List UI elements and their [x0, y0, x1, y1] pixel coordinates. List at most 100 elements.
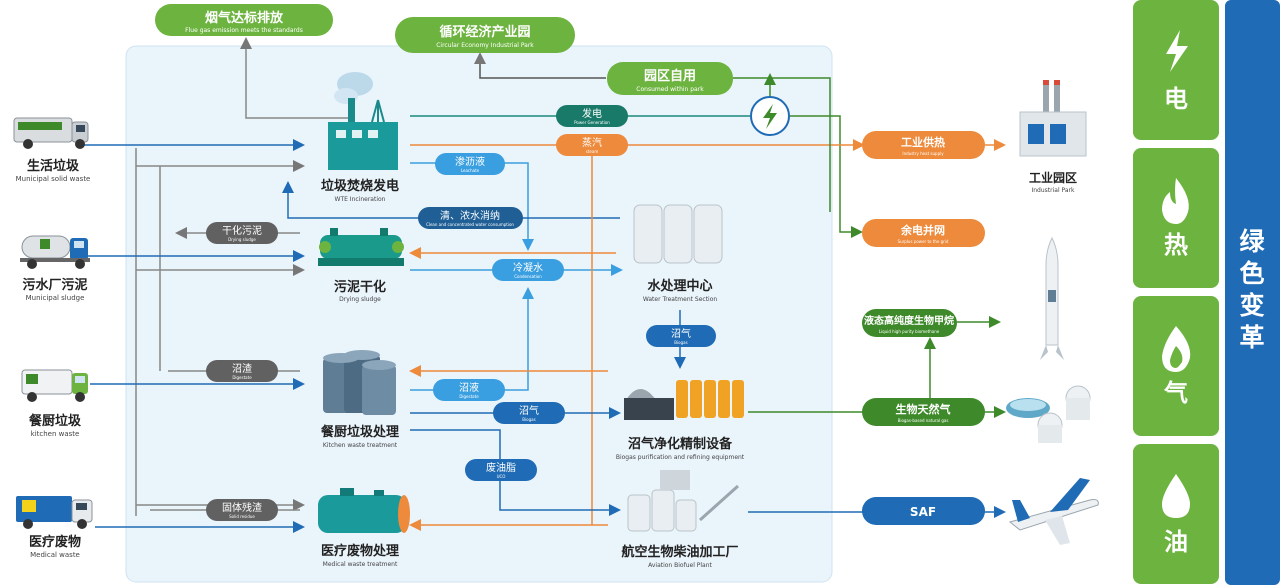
solid-residue-label: 固体残渣	[222, 501, 262, 514]
lightning-icon	[1166, 30, 1188, 72]
rocket-icon	[1040, 236, 1064, 360]
circular-park-subtitle: Circular Economy Industrial Park	[436, 42, 534, 49]
input-sludge-subtitle: Municipal sludge	[26, 294, 85, 302]
green-transformation-banner	[1225, 0, 1280, 585]
category-card-electricity: 电	[1133, 0, 1219, 140]
biofuel-title: 航空生物柴油加工厂	[621, 544, 738, 560]
uco-pill: 废油脂 UCO	[465, 459, 537, 481]
sludge-subtitle: Drying sludge	[339, 296, 381, 303]
steam-pill: 蒸汽 steam	[556, 134, 628, 156]
wte-title: 垃圾焚烧发电	[321, 178, 399, 194]
dry-sludge-label: 干化污泥	[222, 224, 262, 237]
lng-label: 液态高纯度生物甲烷	[864, 314, 954, 327]
biogas-kitchen-sub: Biogas	[522, 417, 535, 422]
oil-drop-icon	[1162, 474, 1190, 518]
sludge-title: 污泥干化	[334, 279, 386, 295]
medical-incinerator-icon	[318, 488, 410, 533]
category-gas-label: 气	[1163, 379, 1188, 407]
water-title: 水处理中心	[647, 278, 712, 294]
category-card-oil: 油	[1133, 444, 1219, 584]
lightning-icon	[750, 96, 790, 136]
category-card-heat: 热	[1133, 148, 1219, 288]
consumed-node: 园区自用 Consumed within park	[607, 62, 733, 95]
solid-residue-sub: Solid residue	[229, 514, 255, 519]
uco-sub: UCO	[497, 474, 506, 479]
bio-gas-label: 生物天然气	[896, 402, 951, 416]
condensate-pill: 冷凝水 Condensation	[492, 259, 564, 281]
digester-tanks-icon	[323, 350, 396, 415]
dry-sludge-sub: Drying sludge	[228, 237, 256, 242]
banner-char-1: 绿	[1239, 227, 1265, 256]
saf-label: SAF	[910, 505, 936, 519]
banner-char-4: 革	[1239, 323, 1264, 352]
biogas-kitchen-label: 沼气	[519, 404, 539, 417]
slag-sub: Digestate	[232, 375, 252, 380]
biogas-equipment-icon	[624, 380, 744, 420]
steam-label: 蒸汽	[582, 136, 602, 149]
industrial-park-title: 工业园区	[1029, 170, 1077, 185]
clean-water-pill: 清、浓水消纳 Clean and concentrated water cons…	[418, 207, 523, 229]
leachate-label: 渗沥液	[455, 155, 485, 168]
slurry-label: 沼液	[459, 381, 479, 394]
bio-gas-sub: Biogas-based natural gas	[898, 418, 949, 423]
slurry-sub: Digestate	[459, 394, 479, 399]
banner-title: 绿 色 变 革	[1239, 227, 1265, 352]
water-subtitle: Water Treatment Section	[643, 296, 718, 303]
input-medical-title: 医疗废物	[29, 534, 81, 550]
consumed-subtitle: Consumed within park	[636, 86, 704, 93]
flue-gas-title: 烟气达标排放	[205, 10, 284, 26]
wte-plant-icon	[328, 72, 398, 170]
leachate-pill: 渗沥液 Leachate	[435, 153, 505, 175]
medical-waste-truck-icon	[16, 496, 93, 529]
clean-water-label: 清、浓水消纳	[440, 209, 500, 222]
garbage-truck-icon	[13, 117, 89, 149]
input-sludge-title: 污水厂污泥	[22, 277, 87, 293]
tanker-truck-icon	[20, 235, 90, 269]
input-kitchen-subtitle: kitchen waste	[31, 430, 80, 438]
grid-label: 余电并网	[900, 223, 945, 237]
input-msw-title: 生活垃圾	[27, 158, 80, 174]
circular-park-node: 循环经济产业园 Circular Economy Industrial Park	[395, 17, 575, 53]
industrial-heat-pill: 工业供热 Industry heat supply	[862, 131, 985, 159]
uco-label: 废油脂	[486, 461, 516, 474]
industrial-heat-sub: Industry heat supply	[902, 151, 944, 156]
input-medical-subtitle: Medical waste	[30, 551, 80, 559]
biofuel-plant-icon	[627, 470, 740, 532]
power-label: 发电	[582, 107, 602, 120]
condensate-label: 冷凝水	[513, 261, 543, 274]
kitchen-waste-truck-icon	[21, 369, 88, 402]
grid-sub: Surplus power to the grid	[898, 239, 949, 244]
water-tanks-icon	[633, 204, 723, 264]
biofuel-subtitle: Aviation Biofuel Plant	[648, 562, 712, 569]
solid-residue-pill: 固体残渣 Solid residue	[206, 499, 278, 521]
medical-title: 医疗废物处理	[321, 543, 399, 559]
input-msw-subtitle: Municipal solid waste	[16, 175, 91, 183]
industrial-park-subtitle: Industrial Park	[1031, 187, 1075, 194]
sludge-dryer-icon	[318, 228, 404, 266]
slag-pill: 沼渣 Digestate	[206, 360, 278, 382]
lng-sub: Liquid high purity biomethane	[879, 329, 940, 334]
gas-storage-icon	[1006, 385, 1091, 443]
kitchen-title: 餐厨垃圾处理	[320, 424, 399, 440]
condensate-sub: Condensation	[514, 274, 542, 279]
bio-gas-pill: 生物天然气 Biogas-based natural gas	[862, 398, 985, 426]
biogas-title: 沼气净化精制设备	[628, 436, 733, 452]
steam-sub: steam	[586, 149, 599, 154]
power-pill: 发电 Power Generation	[556, 105, 628, 127]
leachate-sub: Leachate	[461, 168, 480, 173]
biogas-water-label: 沼气	[671, 327, 691, 340]
flue-gas-subtitle: Flue gas emission meets the standards	[185, 27, 303, 34]
industrial-heat-label: 工业供热	[901, 135, 945, 149]
category-electricity-label: 电	[1164, 85, 1188, 113]
grid-pill: 余电并网 Surplus power to the grid	[862, 219, 985, 247]
medical-subtitle: Medical waste treatment	[323, 561, 398, 568]
clean-water-sub: Clean and concentrated water consumption	[426, 222, 514, 227]
flue-gas-node: 烟气达标排放 Flue gas emission meets the stand…	[155, 4, 333, 36]
biogas-water-pill: 沼气 Biogas	[646, 325, 716, 347]
kitchen-subtitle: Kitchen waste treatment	[323, 442, 398, 449]
slag-label: 沼渣	[232, 362, 252, 375]
slurry-pill: 沼液 Digestate	[433, 379, 505, 401]
wte-subtitle: WTE Incineration	[335, 196, 386, 203]
category-card-gas: 气	[1133, 296, 1219, 436]
airplane-icon	[1008, 478, 1099, 545]
